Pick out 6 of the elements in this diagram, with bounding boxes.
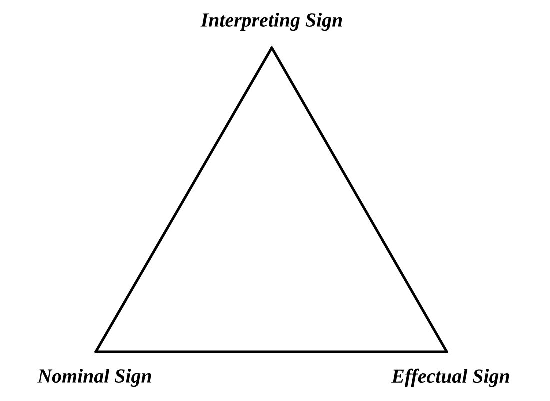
triangle-side: [270, 46, 448, 354]
vertex-label: Interpreting Sign: [200, 12, 342, 32]
triangle-side: [94, 350, 448, 354]
triangle-side: [94, 46, 274, 354]
vertex-label: Effectual Sign: [392, 368, 510, 388]
vertex-label: Nominal Sign: [38, 368, 152, 388]
